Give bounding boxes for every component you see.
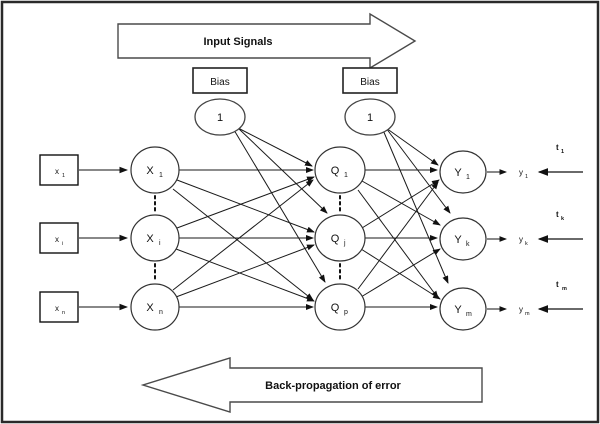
edge-xn-q1 (172, 179, 314, 291)
node-input-2-base: X (146, 233, 154, 245)
edge-qj-ym (360, 248, 441, 300)
edge-xi-q1 (176, 176, 315, 229)
input-box-3 (39, 291, 79, 323)
node-output-2-sub: k (466, 241, 470, 248)
node-input-1-sub: 1 (159, 172, 163, 179)
bias-hidden-node (194, 98, 246, 136)
node-hidden-2-base: Q (331, 233, 340, 245)
edge-xi-qp (175, 248, 315, 302)
edge-q1-ym (357, 189, 439, 299)
node-output-3-sub: m (466, 311, 472, 318)
edge-x1-qp (172, 188, 314, 301)
node-input-1 (130, 146, 180, 194)
target-label-3-sub: m (562, 286, 567, 292)
node-input-2-sub: i (159, 240, 161, 247)
edge-xn-qj (175, 244, 315, 298)
target-label-1-sub: 1 (561, 149, 564, 155)
node-hidden-1 (314, 146, 366, 194)
edge-bias2-y1 (385, 127, 439, 166)
left-arrow-banner-shape (140, 357, 483, 413)
bias-hidden-box (192, 67, 248, 94)
vertical-ellipsis-group (154, 195, 341, 283)
target-label-1-base: t (556, 143, 559, 152)
target-signals-group: t 1 t k t m (537, 143, 583, 313)
hidden-layer-nodes: Q 1 Q j Q p (314, 146, 366, 331)
node-hidden-1-base: Q (331, 165, 340, 177)
input-signals-banner: Input Signals (117, 12, 417, 70)
edge-qp-y1 (357, 181, 439, 290)
bias-output-box (342, 67, 398, 94)
bias-output-box-label: Bias (360, 77, 379, 88)
output-label-3-sub: m (525, 311, 530, 317)
bias-output-node-label: 1 (367, 112, 373, 124)
edge-q1-yk (361, 180, 441, 226)
backprop-banner: Back-propagation of error (140, 357, 483, 413)
output-label-2-base: y (519, 235, 523, 244)
node-input-3-sub: n (159, 309, 163, 316)
node-input-2 (130, 214, 180, 262)
input-layer-nodes: X 1 X i X n (130, 146, 180, 331)
output-label-1-base: y (519, 168, 523, 177)
bias-output-group: Bias 1 (342, 67, 398, 136)
input-box-2-base: x (55, 235, 59, 244)
node-hidden-3-base: Q (331, 302, 340, 314)
edge-qj-y1 (361, 179, 440, 229)
bias-hidden-group: Bias 1 (192, 67, 248, 136)
node-output-1-base: Y (454, 167, 462, 179)
output-signals-group: y 1 y k y m (487, 168, 530, 317)
input-signals-label: Input Signals (203, 36, 272, 48)
node-output-3-base: Y (454, 304, 462, 316)
edges-input-hidden (172, 167, 315, 310)
output-label-3-base: y (519, 305, 523, 314)
input-box-1-sub: 1 (62, 173, 65, 179)
input-box-3-sub: n (62, 310, 65, 316)
output-label-1-sub: 1 (525, 174, 528, 180)
backprop-label: Back-propagation of error (265, 380, 401, 392)
input-boxes-group: x 1 x i x n (39, 154, 129, 323)
node-input-1-base: X (146, 165, 154, 177)
edges-hidden-output (357, 167, 441, 310)
edge-qp-yk (360, 248, 441, 298)
edge-bias2-ym (382, 129, 449, 284)
node-output-1-sub: 1 (466, 174, 470, 181)
input-box-1-base: x (55, 167, 59, 176)
node-hidden-3 (314, 283, 366, 331)
bias-hidden-node-label: 1 (217, 112, 223, 124)
edge-bias1-q1 (237, 127, 313, 167)
node-output-2-base: Y (454, 234, 462, 246)
bias-output-node (344, 98, 396, 136)
target-label-3-base: t (556, 280, 559, 289)
bias-hidden-box-label: Bias (210, 77, 229, 88)
edge-x1-qj (176, 179, 315, 233)
node-hidden-3-sub: p (344, 309, 348, 316)
output-label-2-sub: k (525, 241, 528, 247)
node-hidden-1-sub: 1 (344, 172, 348, 179)
target-label-2-sub: k (561, 216, 565, 222)
output-layer-nodes: Y 1 Y k Y m (439, 150, 487, 331)
node-input-3 (130, 283, 180, 331)
node-output-1 (439, 150, 487, 194)
node-hidden-2-sub: j (343, 240, 346, 247)
input-box-3-base: x (55, 304, 59, 313)
input-box-1 (39, 154, 79, 186)
input-box-2 (39, 222, 79, 254)
node-output-3 (439, 287, 487, 331)
input-box-2-sub: i (62, 241, 63, 247)
node-hidden-2 (314, 214, 366, 262)
node-output-2 (439, 217, 487, 261)
target-label-2-base: t (556, 210, 559, 219)
node-input-3-base: X (146, 302, 154, 314)
right-arrow-banner-shape (117, 12, 417, 70)
